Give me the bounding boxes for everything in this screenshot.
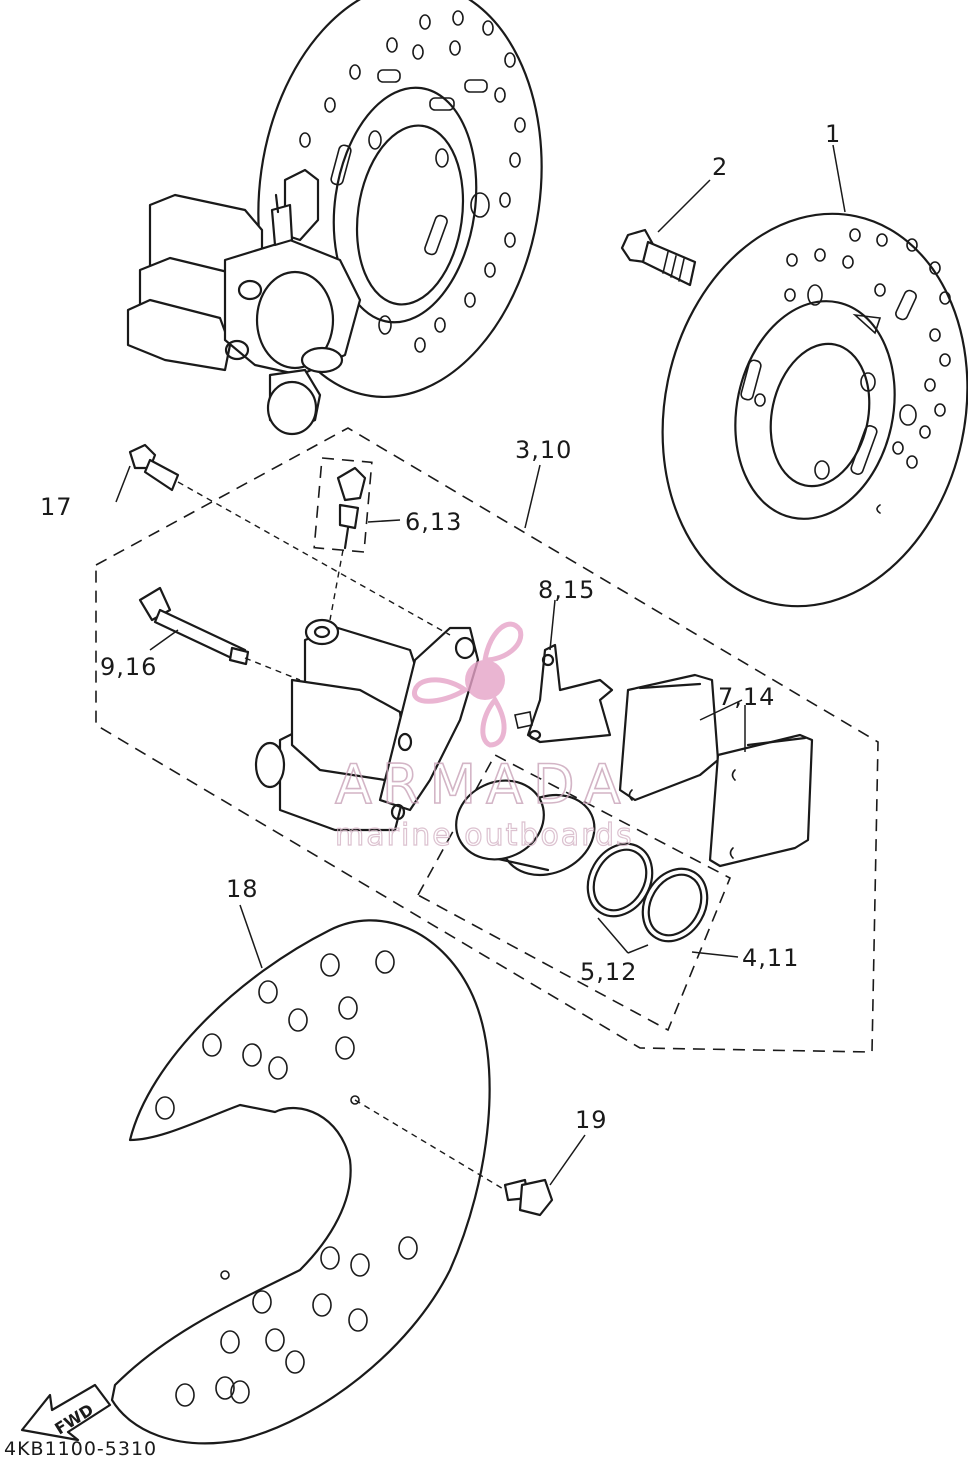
part-5-12-piston-seals (586, 842, 709, 943)
assembly-boundary-6-13 (313, 457, 373, 553)
part-19-bolt (503, 1178, 554, 1217)
watermark-brand: ARMADA (335, 753, 631, 816)
label-18: 18 (226, 875, 259, 903)
label-9-16: 9,16 (100, 653, 157, 681)
assembly-boundary-3-10 (95, 427, 879, 1053)
part-2-bolt (620, 228, 697, 287)
part-1-brake-disc (661, 212, 968, 608)
armada-watermark: ARMADA marine outboards (334, 621, 634, 854)
assembled-brake-caliper (126, 168, 362, 436)
label-7-14: 7,14 (718, 683, 775, 711)
leader-lines (115, 144, 846, 1191)
part-9-16-slide-pin (138, 586, 250, 666)
label-4-11: 4,11 (742, 944, 799, 972)
label-1: 1 (825, 120, 841, 148)
part-6-13-bleeder-screw (336, 466, 367, 550)
part-8-15-pad-spring (514, 643, 614, 744)
part-18-disc-guard (110, 919, 491, 1445)
forward-direction-arrow: FWD (20, 1383, 112, 1442)
label-17: 17 (40, 493, 73, 521)
watermark-tagline: marine outboards (335, 818, 634, 853)
label-3-10: 3,10 (515, 436, 572, 464)
label-2: 2 (712, 153, 728, 181)
part-4-11-piston (455, 779, 596, 877)
part-17-bolt (128, 443, 180, 492)
label-6-13: 6,13 (405, 508, 462, 536)
part-7-14-brake-pads (618, 673, 814, 868)
label-19: 19 (575, 1106, 608, 1134)
brake-caliper (254, 618, 480, 832)
assembled-brake-disc (257, 0, 543, 398)
diagram-code: 4KB1100-5310 (4, 1438, 157, 1458)
part-labels: 1 2 3,10 17 6,13 8,15 9,16 7,14 18 4,11 … (4, 120, 841, 1458)
label-5-12: 5,12 (580, 958, 637, 986)
label-8-15: 8,15 (538, 576, 595, 604)
